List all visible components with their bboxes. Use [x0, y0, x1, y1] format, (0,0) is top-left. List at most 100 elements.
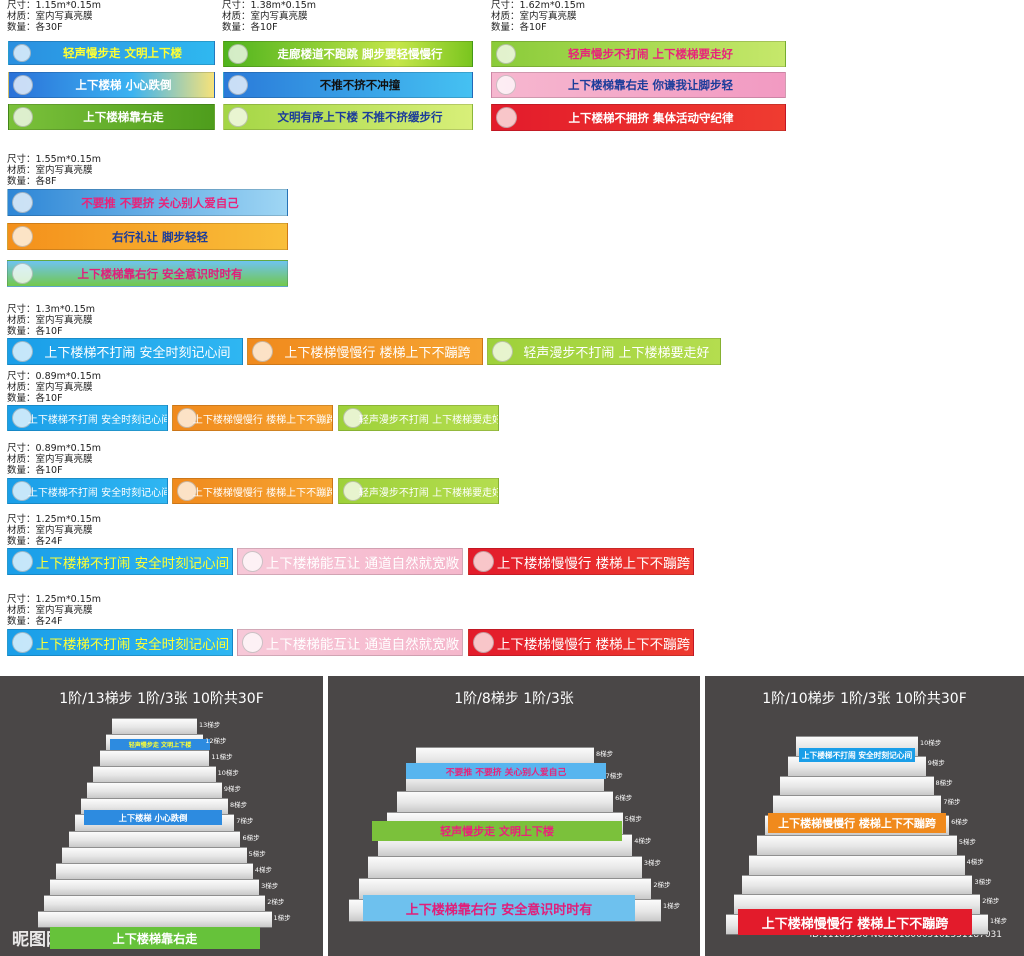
stair-step	[93, 766, 216, 784]
mockup-title: 1阶/8梯步 1阶/3张	[454, 691, 574, 707]
spec-material: 材质：室内写真亮膜	[7, 605, 93, 616]
cartoon-icon	[343, 481, 363, 501]
cartoon-icon	[228, 44, 248, 64]
step-label: 12梯步	[205, 737, 227, 746]
banner-text: 上下楼梯不打闹 安全时刻记心间	[27, 487, 168, 499]
step-label: 2梯步	[653, 880, 671, 889]
stair-banner: 不要推 不要挤 关心别人爱自己	[406, 763, 606, 779]
banner-text: 上下楼梯能互让 通道自然就宽敞	[265, 636, 460, 653]
stair-step	[68, 830, 241, 848]
cartoon-icon	[252, 341, 273, 362]
spec-qty: 数量：各10F	[222, 22, 278, 33]
banner-sign: 轻声慢步走 文明上下楼	[8, 41, 215, 65]
stair-step	[368, 855, 642, 879]
step-label: 1梯步	[273, 913, 291, 922]
stair-banner: 轻声慢步走 文明上下楼	[110, 739, 210, 750]
spec-size: 尺寸：1.15m*0.15m	[7, 0, 102, 11]
stair-banner: 上下楼梯 小心跌倒	[84, 810, 222, 825]
step-label: 3梯步	[261, 881, 279, 890]
banner-text: 轻声慢步不打闹 上下楼梯要走好	[567, 47, 733, 61]
banner-sign: 上下楼梯慢慢行 楼梯上下不蹦跨	[468, 629, 694, 656]
stair-step	[49, 878, 260, 896]
cartoon-icon	[228, 107, 248, 127]
banner-text: 文明有序上下楼 不推不挤缓步行	[277, 110, 443, 124]
banner-text: 轻声漫步不打闹 上下楼梯要走好	[358, 414, 499, 426]
banner-text: 上下楼梯慢慢行 楼梯上下不蹦跨	[496, 555, 691, 572]
step-label: 6梯步	[615, 793, 633, 802]
banner-text: 右行礼让 脚步轻轻	[111, 229, 208, 244]
cartoon-icon	[12, 551, 33, 572]
stair-banner: 上下楼梯靠右行 安全意识时时有	[363, 895, 635, 921]
spec-size: 尺寸：1.25m*0.15m	[7, 594, 102, 605]
banner-text: 轻声漫步不打闹 上下楼梯要走好	[358, 487, 499, 499]
spec-material: 材质：室内写真亮膜	[7, 315, 93, 326]
step-label: 7梯步	[943, 798, 961, 807]
stair-step	[757, 835, 957, 856]
banner-sign: 上下楼梯靠右走 你谦我让脚步轻	[491, 72, 786, 98]
banner-text: 上下楼梯慢慢行 楼梯上下不蹦跨	[284, 346, 471, 361]
cartoon-icon	[12, 341, 33, 362]
spec-qty: 数量：各10F	[491, 22, 547, 33]
stair-banner: 轻声慢步走 文明上下楼	[372, 821, 622, 841]
stair-step	[43, 894, 266, 912]
spec-material: 材质：室内写真亮膜	[7, 11, 93, 22]
stair-step	[749, 854, 965, 876]
banner-sign: 轻声漫步不打闹 上下楼梯要走好	[338, 405, 499, 431]
step-label: 1梯步	[990, 917, 1008, 926]
banner-sign: 上下楼梯靠右行 安全意识时时有	[7, 260, 288, 287]
stair-step	[396, 790, 614, 814]
stair-banner: 上下楼梯不打闹 安全时刻记心间	[799, 748, 915, 762]
step-label: 1梯步	[663, 902, 681, 911]
mockup-title: 1阶/10梯步 1阶/3张 10阶共30F	[762, 691, 967, 707]
banner-text: 上下楼梯不打闹 安全时刻记心间	[35, 555, 230, 572]
spec-size: 尺寸：0.89m*0.15m	[7, 371, 102, 382]
cartoon-icon	[177, 408, 197, 428]
stair-step	[112, 718, 197, 736]
cartoon-icon	[242, 551, 263, 572]
banner-sign: 轻声漫步不打闹 上下楼梯要走好	[487, 338, 721, 365]
cartoon-icon	[12, 408, 32, 428]
banner-text: 上下楼梯不打闹 安全时刻记心间	[27, 414, 168, 426]
spec-qty: 数量：各10F	[7, 393, 63, 404]
step-label: 4梯步	[966, 857, 984, 866]
banner-sign: 文明有序上下楼 不推不挤缓步行	[223, 104, 473, 130]
banner-text: 上下楼梯靠右走 你谦我让脚步轻	[567, 78, 733, 92]
step-label: 4梯步	[634, 837, 652, 845]
stair-step	[37, 910, 272, 928]
step-label: 11梯步	[211, 753, 233, 762]
cartoon-icon	[12, 226, 33, 247]
cartoon-icon	[496, 44, 516, 64]
stair-step	[56, 862, 253, 880]
cartoon-icon	[13, 107, 33, 127]
spec-qty: 数量：各8F	[7, 176, 57, 187]
spec-size: 尺寸：1.3m*0.15m	[7, 304, 96, 315]
cartoon-icon	[343, 408, 363, 428]
step-label: 8梯步	[230, 801, 248, 810]
banner-sign: 上下楼梯不打闹 安全时刻记心间	[7, 338, 243, 365]
cartoon-icon	[242, 632, 263, 653]
banner-sign: 轻声慢步不打闹 上下楼梯要走好	[491, 41, 786, 67]
banner-sign: 上下楼梯靠右走	[8, 104, 215, 130]
banner-sign: 上下楼梯不打闹 安全时刻记心间	[7, 548, 233, 575]
spec-size: 尺寸：1.62m*0.15m	[491, 0, 586, 11]
spec-material: 材质：室内写真亮膜	[7, 382, 93, 393]
step-label: 7梯步	[236, 817, 254, 826]
stair-step	[780, 775, 934, 797]
banner-sign: 上下楼梯不拥挤 集体活动守纪律	[491, 104, 786, 131]
cartoon-icon	[228, 75, 248, 95]
stair-step	[62, 846, 247, 864]
step-label: 2梯步	[267, 897, 285, 906]
cartoon-icon	[12, 192, 33, 213]
cartoon-icon	[12, 263, 33, 284]
cartoon-icon	[13, 44, 31, 62]
spec-qty: 数量：各10F	[7, 465, 63, 476]
spec-size: 尺寸：1.55m*0.15m	[7, 154, 102, 165]
step-label: 3梯步	[643, 858, 661, 867]
step-label: 10梯步	[217, 769, 239, 778]
